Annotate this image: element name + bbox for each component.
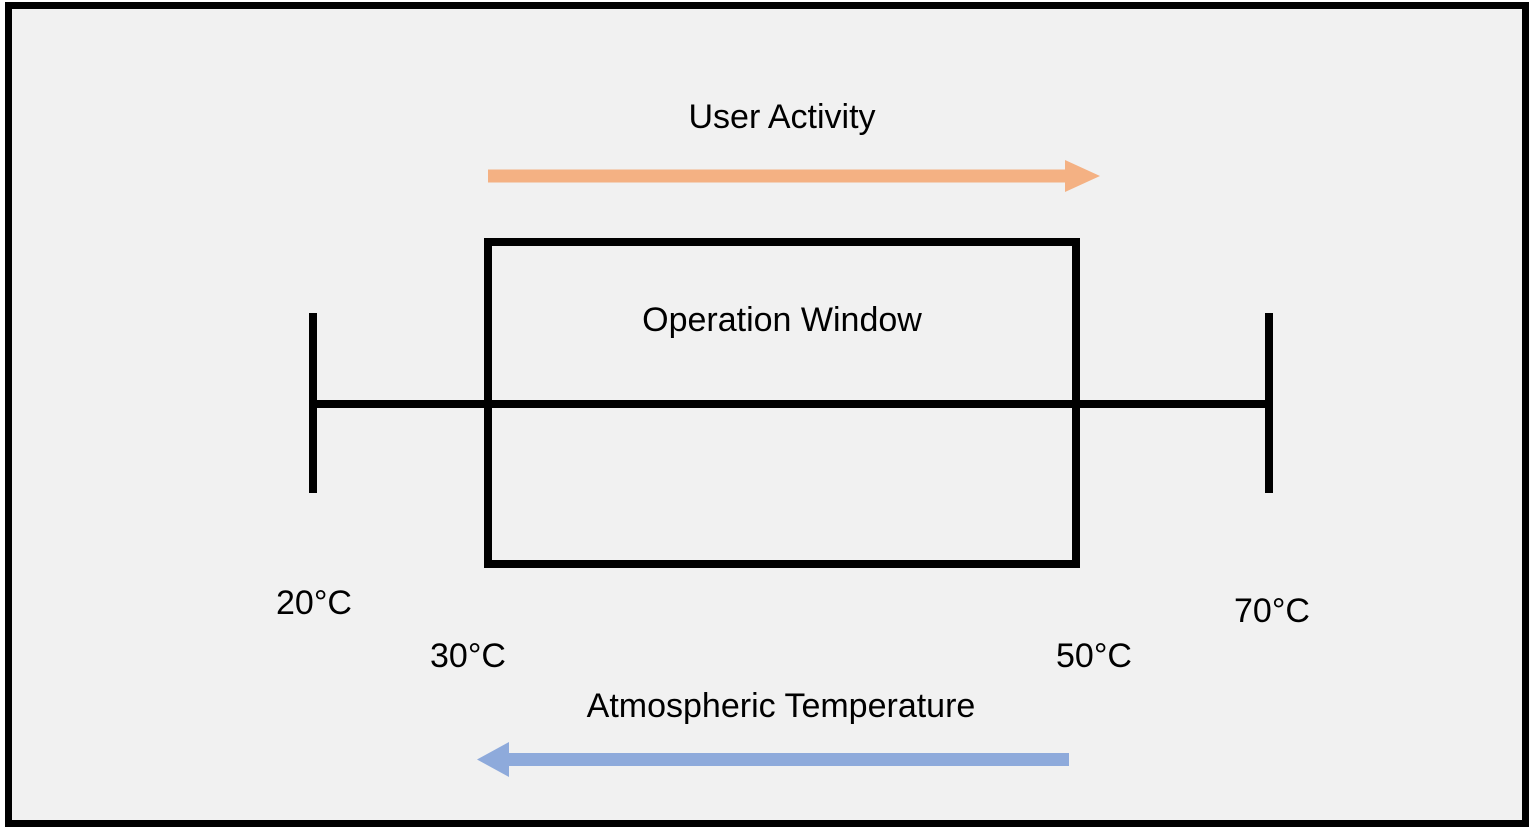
- right-arrow-icon: [488, 160, 1100, 192]
- temp-label-30c: 30°C: [430, 637, 506, 675]
- slide-background: [5, 2, 1529, 827]
- axis-tick-left: [309, 313, 317, 493]
- left-arrow-icon: [477, 742, 1069, 777]
- operation-window-label: Operation Window: [642, 301, 922, 339]
- temperature-axis-line: [310, 400, 1272, 408]
- operation-window-box: [484, 238, 1080, 568]
- user-activity-arrow: [488, 160, 1100, 192]
- atmospheric-temperature-arrow: [477, 742, 1069, 777]
- temp-label-70c: 70°C: [1234, 592, 1310, 630]
- temp-label-20c: 20°C: [276, 584, 352, 622]
- axis-tick-right: [1265, 313, 1273, 493]
- temp-label-50c: 50°C: [1056, 637, 1132, 675]
- user-activity-label: User Activity: [688, 98, 876, 136]
- atmospheric-temperature-label: Atmospheric Temperature: [586, 687, 976, 725]
